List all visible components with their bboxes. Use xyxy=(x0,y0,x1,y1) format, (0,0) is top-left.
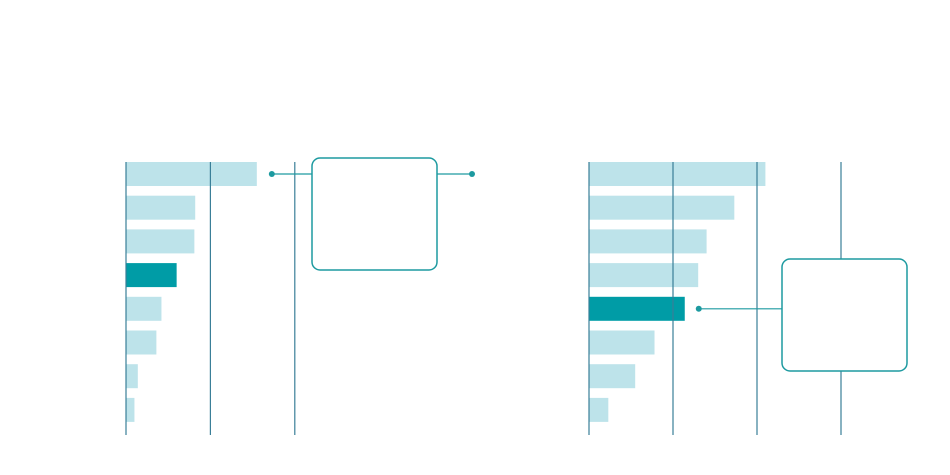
bar xyxy=(589,263,699,288)
bar xyxy=(589,229,707,254)
bar xyxy=(126,364,138,389)
bar xyxy=(589,162,766,186)
highlighted-bar xyxy=(589,296,685,321)
right-bar-chart xyxy=(588,162,908,435)
bar xyxy=(126,330,157,355)
highlighted-bar xyxy=(126,263,177,288)
bar xyxy=(126,162,257,186)
callout-box xyxy=(311,157,438,271)
bar xyxy=(589,364,636,389)
bar xyxy=(126,229,195,254)
bar xyxy=(126,397,135,422)
callout-dot xyxy=(469,171,475,177)
bar xyxy=(589,195,735,220)
callout-box xyxy=(781,258,908,372)
bar xyxy=(589,397,609,422)
bar xyxy=(126,296,162,321)
left-bar-chart xyxy=(125,157,475,435)
bar xyxy=(126,195,196,220)
bar xyxy=(589,330,655,355)
